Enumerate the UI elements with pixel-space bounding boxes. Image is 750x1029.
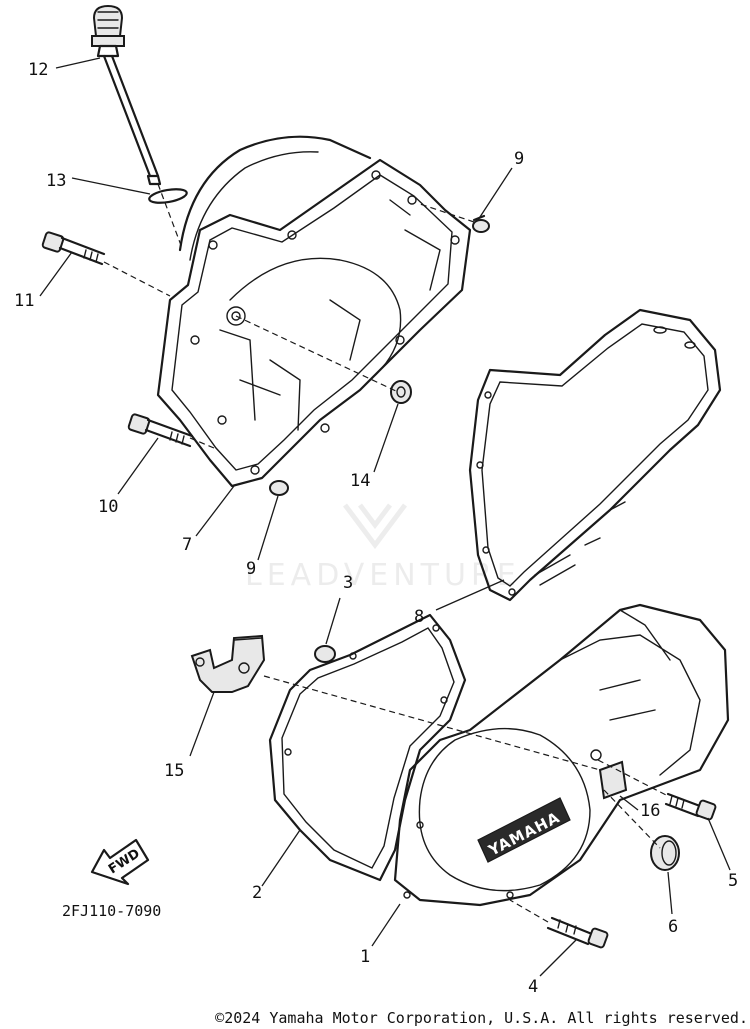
part-9-dowel-pin-lower[interactable] <box>269 480 289 496</box>
leader-lines <box>39 57 731 977</box>
copyright-notice: ©2024 Yamaha Motor Corporation, U.S.A. A… <box>215 1009 748 1027</box>
callout-7: 7 <box>182 535 192 555</box>
callout-6: 6 <box>668 917 678 937</box>
fwd-arrow-icon: FWD <box>90 838 150 886</box>
part-10-bolt[interactable] <box>127 413 194 448</box>
callout-9-lower: 9 <box>246 559 256 579</box>
callout-3: 3 <box>343 573 353 593</box>
assembly-lines <box>103 183 669 923</box>
watermark: LEADVENTURE <box>245 503 521 593</box>
callout-9-upper: 9 <box>514 149 524 169</box>
part-2-gasket[interactable] <box>268 613 467 882</box>
callout-13: 13 <box>46 171 66 191</box>
callout-2: 2 <box>252 883 262 903</box>
part-8-gasket[interactable] <box>468 308 722 602</box>
part-12-dipstick[interactable] <box>91 4 162 186</box>
part-4-bolt[interactable] <box>546 916 609 949</box>
part-13-o-ring[interactable] <box>148 187 188 205</box>
part-16-damper[interactable] <box>598 760 628 800</box>
part-3-plug[interactable] <box>314 645 336 663</box>
diagram-code: 2FJ110-7090 <box>62 902 161 920</box>
callout-14: 14 <box>350 471 370 491</box>
fwd-label: FWD <box>106 846 143 877</box>
callout-11: 11 <box>14 291 34 311</box>
watermark-text: LEADVENTURE <box>245 558 521 593</box>
callout-5: 5 <box>728 871 738 891</box>
part-9-dowel-pin-upper[interactable] <box>472 214 490 233</box>
part-11-bolt[interactable] <box>41 231 106 266</box>
callout-labels: 12 13 11 10 7 9 9 14 8 3 15 2 1 4 5 6 16 <box>14 60 738 997</box>
callout-15: 15 <box>164 761 184 781</box>
callout-16: 16 <box>640 801 660 821</box>
callout-10: 10 <box>98 497 118 517</box>
part-7-crankcase-cover[interactable] <box>156 135 472 488</box>
part-15-bracket[interactable] <box>190 634 266 693</box>
callout-4: 4 <box>528 977 538 997</box>
part-5-bolt[interactable] <box>664 792 717 821</box>
part-14-oil-seal[interactable] <box>390 380 412 404</box>
callout-12: 12 <box>28 60 48 80</box>
part-6-cap[interactable] <box>650 835 680 871</box>
callout-8: 8 <box>414 607 424 627</box>
callout-1: 1 <box>360 947 370 967</box>
